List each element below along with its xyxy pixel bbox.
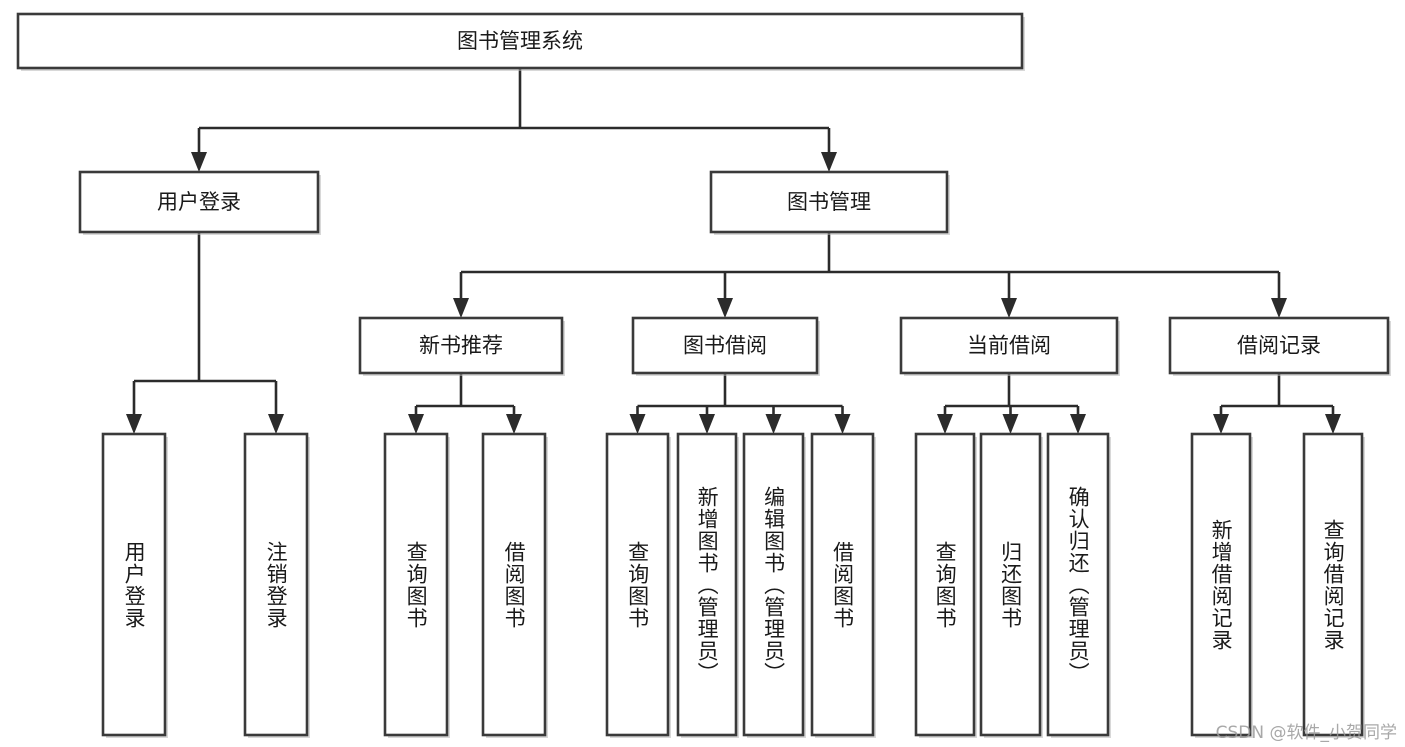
node-l3-图书借阅[interactable] <box>631 316 819 375</box>
l3-2-arrow-icon-1 <box>1002 414 1019 434</box>
book-mgmt-arrow-icon-2 <box>1001 298 1017 318</box>
node-l2-label-1: 图书管理 <box>787 190 871 214</box>
node-leaf-6[interactable] <box>742 432 805 737</box>
node-leaf-9[interactable] <box>979 432 1042 737</box>
book-mgmt-arrow-icon-0 <box>453 298 469 318</box>
root-arrow-icon-1 <box>821 152 837 172</box>
node-root[interactable] <box>16 12 1024 70</box>
node-leaf-8[interactable] <box>914 432 976 737</box>
node-l3-label-3: 借阅记录 <box>1237 334 1321 358</box>
node-leaf-7[interactable] <box>810 432 875 737</box>
node-l2-用户登录[interactable] <box>78 170 320 234</box>
node-leaf-0[interactable] <box>101 432 167 737</box>
l3-2-arrow-icon-2 <box>1070 414 1086 434</box>
node-leaf-1[interactable] <box>243 432 309 737</box>
node-root-label: 图书管理系统 <box>457 29 583 53</box>
l3-2-arrow-icon-0 <box>937 414 953 434</box>
l3-0-arrow-icon-0 <box>408 414 424 434</box>
node-l3-label-0: 新书推荐 <box>419 334 503 358</box>
node-leaf-4[interactable] <box>605 432 670 737</box>
node-l3-当前借阅[interactable] <box>899 316 1119 375</box>
l3-3-arrow-icon-1 <box>1325 414 1341 434</box>
l3-0-arrow-icon-1 <box>506 414 522 434</box>
book-mgmt-arrow-icon-3 <box>1271 298 1287 318</box>
node-l2-图书管理[interactable] <box>709 170 949 234</box>
root-arrow-icon-0 <box>191 152 207 172</box>
node-leaf-3[interactable] <box>481 432 547 737</box>
node-leaf-2[interactable] <box>383 432 449 737</box>
node-l2-label-0: 用户登录 <box>157 190 241 214</box>
node-l3-新书推荐[interactable] <box>358 316 564 375</box>
l3-1-arrow-icon-1 <box>699 414 715 434</box>
l3-1-arrow-icon-3 <box>834 414 851 434</box>
node-leaf-11[interactable] <box>1190 432 1252 737</box>
user-login-arrow-icon-1 <box>268 414 284 434</box>
user-login-arrow-icon-0 <box>126 414 142 434</box>
node-leaf-5[interactable] <box>676 432 738 737</box>
l3-3-arrow-icon-0 <box>1213 414 1229 434</box>
watermark-text: CSDN @软件_小贺同学 <box>1215 723 1397 743</box>
connectors-layer <box>126 68 1341 434</box>
l3-1-arrow-icon-0 <box>629 414 646 434</box>
node-l3-label-2: 当前借阅 <box>967 334 1051 358</box>
node-leaf-10[interactable] <box>1046 432 1110 737</box>
l3-1-arrow-icon-2 <box>765 414 782 434</box>
boxes-layer <box>16 12 1391 738</box>
node-leaf-12[interactable] <box>1302 432 1364 737</box>
book-mgmt-arrow-icon-1 <box>717 298 733 318</box>
node-l3-label-1: 图书借阅 <box>683 334 767 358</box>
node-l3-借阅记录[interactable] <box>1168 316 1390 375</box>
